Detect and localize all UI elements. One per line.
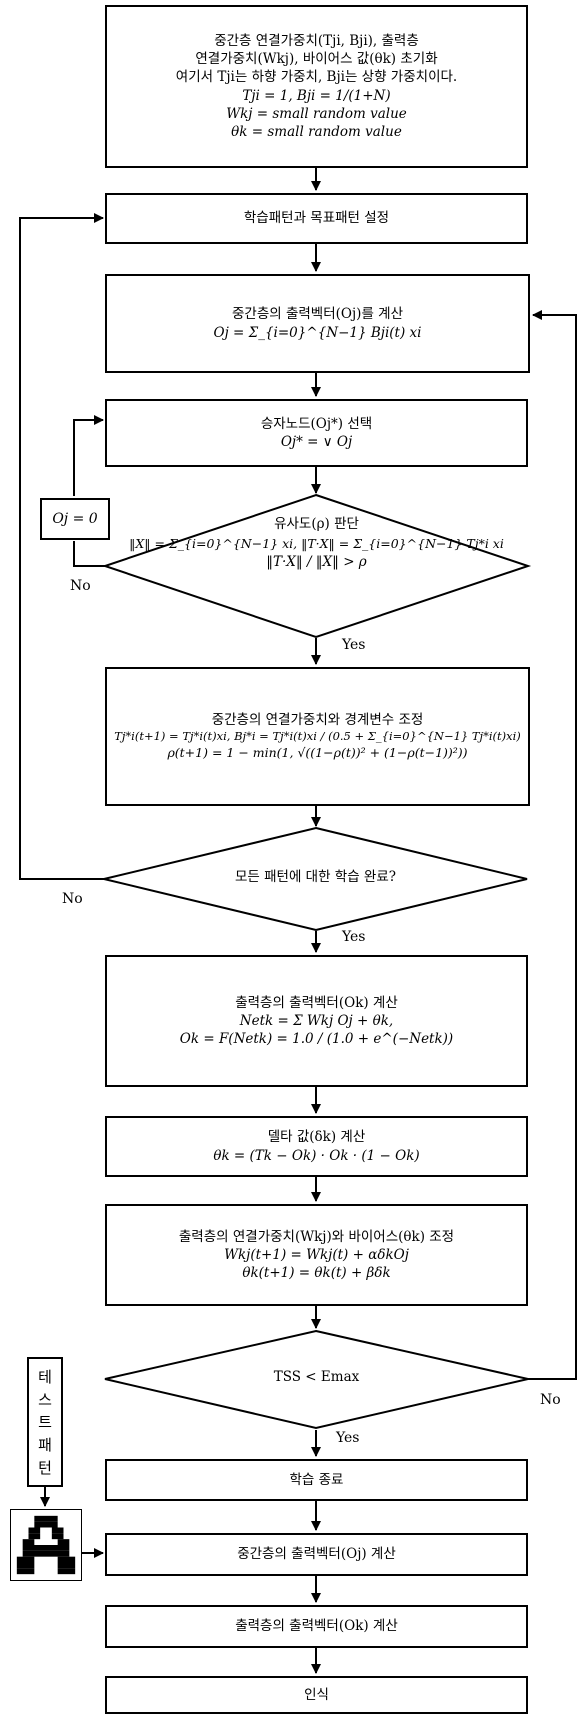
similarity-title: 유사도(ρ) 판단 (274, 516, 359, 532)
similarity-no-label: No (70, 578, 91, 594)
init-line-2: 연결가중치(Wkj), 바이어스 값(θk) 초기화 (195, 51, 438, 68)
output-vector-net: Netk = Σ Wkj Oj + θk, (239, 1012, 394, 1029)
tss-text: TSS < Emax (273, 1369, 360, 1385)
decision-similarity-shape (101, 493, 532, 639)
adjust-hidden-formula-2: ρ(t+1) = 1 − min(1, √((1−ρ(t))² + (1−ρ(t… (167, 744, 468, 760)
decision-tss-shape (104, 1329, 529, 1430)
all-yes-label: Yes (342, 929, 366, 945)
adjust-output-formula-2: θk(t+1) = θk(t) + βδk (242, 1265, 391, 1282)
test-pattern-char-2: 스 (38, 1390, 52, 1409)
loop-similarity-no (73, 541, 105, 567)
test-hidden-box: 중간층의 출력벡터(Oj) 계산 (105, 1533, 528, 1576)
delta-title: 델타 값(δk) 계산 (267, 1129, 366, 1146)
init-line-4: Tji = 1, Bji = 1/(1+N) (242, 87, 391, 104)
adjust-output-title: 출력층의 연결가중치(Wkj)와 바이어스(θk) 조정 (178, 1228, 455, 1245)
similarity-norms: ‖X‖ = Σ_{i=0}^{N−1} xi, ‖T·X‖ = Σ_{i=0}^… (129, 535, 504, 551)
all-patterns-text: 모든 패턴에 대한 학습 완료? (234, 869, 397, 885)
delta-box: 델타 값(δk) 계산 θk = (Tk − Ok) · Ok · (1 − O… (105, 1116, 528, 1177)
adjust-output-box: 출력층의 연결가중치(Wkj)와 바이어스(θk) 조정 Wkj(t+1) = … (105, 1204, 528, 1306)
init-line-5: Wkj = small random value (226, 105, 407, 122)
loop-tss-no (528, 310, 577, 1380)
loop-reset-to-winner (73, 415, 104, 496)
decision-all-shape (103, 826, 528, 932)
output-vector-title: 출력층의 출력벡터(Ok) 계산 (235, 994, 398, 1011)
output-vector-activation: Ok = F(Netk) = 1.0 / (1.0 + e^(−Netk)) (179, 1031, 454, 1048)
set-pattern-text: 학습패턴과 목표패턴 설정 (243, 210, 390, 227)
adjust-hidden-box: 중간층의 연결가중치와 경계변수 조정 Tj*i(t+1) = Tj*i(t)x… (105, 667, 530, 806)
decision-similarity: 유사도(ρ) 판단 ‖X‖ = Σ_{i=0}^{N−1} xi, ‖T·X‖ … (105, 515, 528, 572)
reset-text: Oj = 0 (52, 511, 98, 527)
winner-formula: Oj* = ∨ Oj (280, 434, 353, 450)
delta-formula: θk = (Tk − Ok) · Ok · (1 − Ok) (213, 1147, 420, 1164)
recognize-text: 인식 (304, 1686, 329, 1703)
letter-a-input-icon (10, 1509, 82, 1581)
test-pattern-char-5: 턴 (38, 1459, 52, 1478)
hidden-output-formula: Oj = Σ_{i=0}^{N−1} Bji(t) xi (213, 324, 422, 341)
output-vector-box: 출력층의 출력벡터(Ok) 계산 Netk = Σ Wkj Oj + θk, O… (105, 955, 528, 1087)
all-no-label: No (62, 891, 83, 907)
test-pattern-char-1: 테 (38, 1367, 52, 1386)
init-line-1: 중간층 연결가중치(Tji, Bji), 출력층 (214, 32, 419, 49)
end-learning-text: 학습 종료 (289, 1471, 344, 1488)
similarity-yes-label: Yes (342, 637, 366, 653)
loop-all-no (19, 213, 104, 880)
test-pattern-label: 테 스 트 패 턴 (27, 1357, 63, 1487)
recognize-box: 인식 (105, 1676, 528, 1714)
test-pattern-char-3: 트 (38, 1413, 52, 1432)
winner-title: 승자노드(Oj*) 선택 (260, 415, 373, 432)
adjust-hidden-formula-1: Tj*i(t+1) = Tj*i(t)xi, Bj*i = Tj*i(t)xi … (114, 729, 521, 744)
init-line-3: 여기서 Tji는 하향 가중치, Bji는 상향 가중치이다. (175, 69, 458, 86)
similarity-condition: ‖T·X‖ / ‖X‖ > ρ (266, 553, 367, 570)
adjust-output-formula-1: Wkj(t+1) = Wkj(t) + αδkOj (224, 1246, 409, 1263)
tss-yes-label: Yes (336, 1430, 360, 1446)
end-learning-box: 학습 종료 (105, 1459, 528, 1501)
set-pattern-box: 학습패턴과 목표패턴 설정 (105, 193, 528, 244)
test-output-text: 출력층의 출력벡터(Ok) 계산 (235, 1618, 398, 1635)
test-output-box: 출력층의 출력벡터(Ok) 계산 (105, 1605, 528, 1648)
winner-box: 승자노드(Oj*) 선택 Oj* = ∨ Oj (105, 399, 528, 467)
init-line-6: θk = small random value (231, 123, 402, 140)
decision-all: 모든 패턴에 대한 학습 완료? (104, 868, 527, 888)
test-pattern-char-4: 패 (38, 1436, 52, 1455)
hidden-output-box: 중간층의 출력벡터(Oj)를 계산 Oj = Σ_{i=0}^{N−1} Bji… (105, 274, 530, 373)
decision-tss: TSS < Emax (105, 1368, 528, 1388)
tss-no-label: No (540, 1392, 561, 1408)
test-hidden-text: 중간층의 출력벡터(Oj) 계산 (237, 1546, 396, 1563)
init-box: 중간층 연결가중치(Tji, Bji), 출력층 연결가중치(Wkj), 바이어… (105, 5, 528, 168)
adjust-hidden-title: 중간층의 연결가중치와 경계변수 조정 (211, 712, 424, 729)
reset-box: Oj = 0 (40, 498, 110, 540)
hidden-output-title: 중간층의 출력벡터(Oj)를 계산 (232, 306, 403, 323)
